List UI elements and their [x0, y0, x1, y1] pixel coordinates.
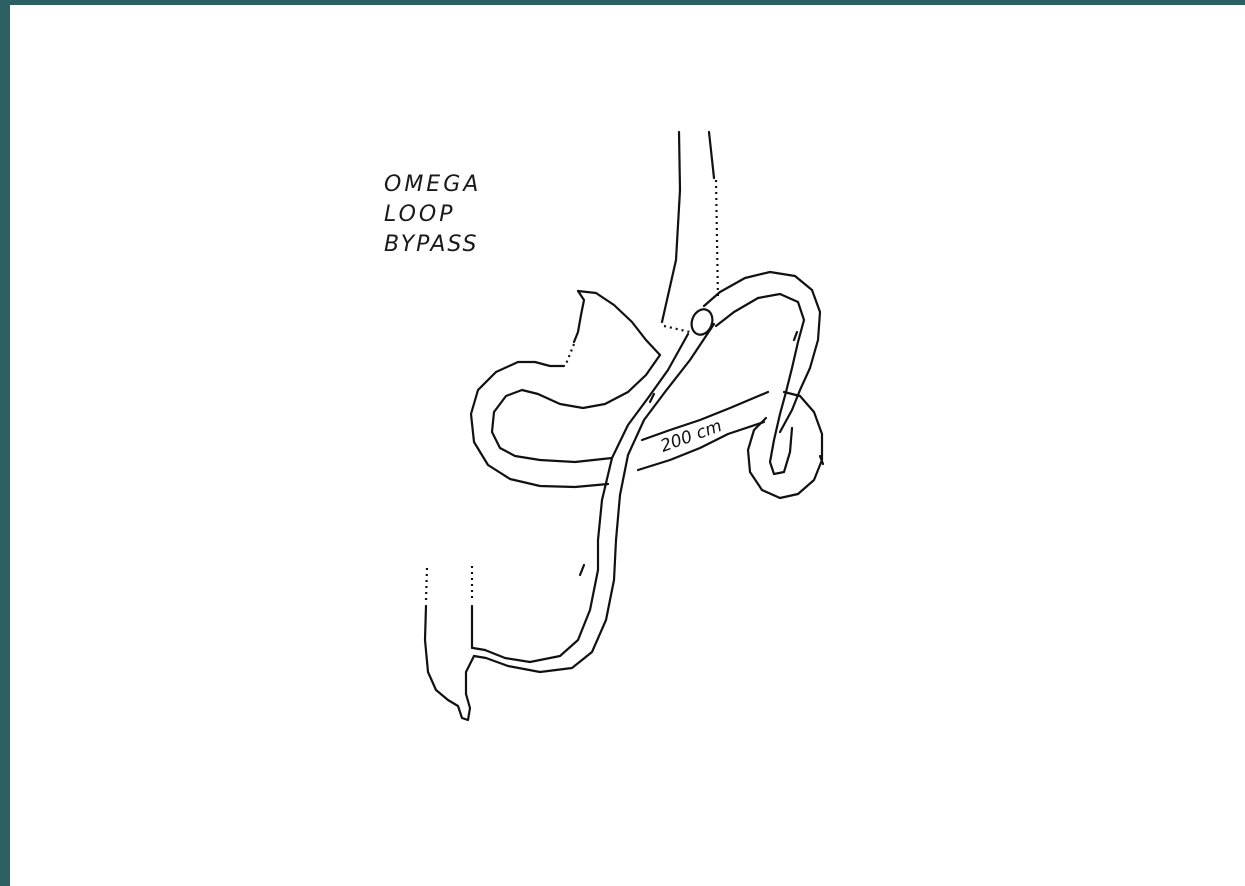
omega-loop-limb: [473, 272, 823, 672]
anastomosis-ring: [688, 306, 716, 337]
remnant-stomach: [471, 291, 660, 487]
esophagus: [662, 132, 718, 322]
duodenal-stump: [425, 566, 474, 720]
